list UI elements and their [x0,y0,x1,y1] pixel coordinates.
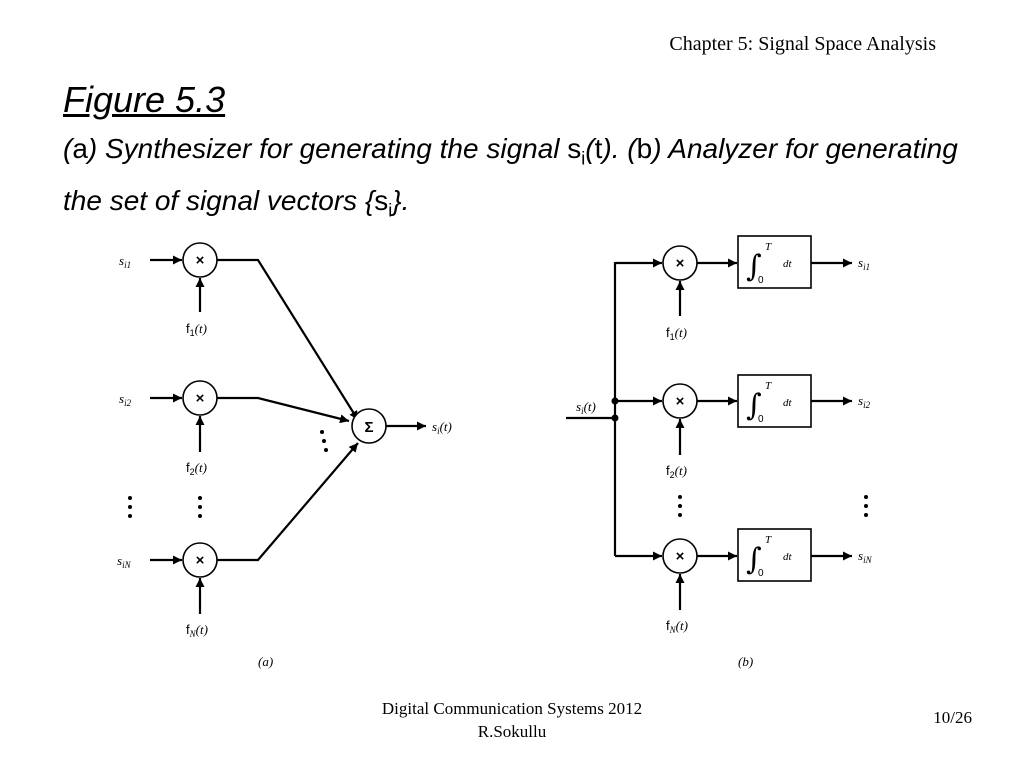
synthesizer-diagram: si1 × f1(t) si2 × f2(t) siN × fN(t) [117,242,452,669]
signal-path [217,442,359,562]
figure-title: Figure 5.3 [63,79,226,120]
synth-input-label: si1 [119,253,131,270]
integral-dt: dt [783,258,793,270]
signal-path [217,258,359,421]
caption-part: { [364,184,375,216]
synth-function-label: f2(t) [186,460,207,477]
integrator-block [737,528,812,582]
signal-path [217,396,350,424]
figure-caption: (a) Synthesizer for generating the signa… [63,128,963,231]
integral-dt: dt [783,551,793,563]
integral-dt: dt [783,397,793,409]
integrator-block [737,374,812,428]
integral-upper-limit: T [765,241,772,253]
synth-output-label: si(t) [432,419,452,436]
caption-part: a [72,133,88,164]
analyzer-function-label: fN(t) [666,618,688,635]
integral-icon: ∫ [746,388,762,423]
synth-input-label: si2 [119,391,132,408]
chapter-header: Chapter 5: Signal Space Analysis [669,33,936,55]
analyzer-branch-2: × f2(t) ∫ T 0 dt si2 [615,374,871,480]
synth-input-label: siN [117,553,132,570]
caption-part: t [594,133,603,164]
ellipsis-icon [864,495,868,517]
analyzer-function-label: f1(t) [666,325,687,342]
ellipsis-icon [678,495,682,517]
footer-course: Digital Communication Systems 2012 [381,699,643,718]
synth-branch-2: si2 × f2(t) [119,380,350,477]
synth-branch-1: si1 × f1(t) [119,242,359,421]
integral-upper-limit: T [765,380,772,392]
synth-function-label: fN(t) [186,622,208,639]
integral-icon: ∫ [746,542,762,577]
analyzer-output-label: si1 [858,255,870,272]
caption-part: ) Synthesizer for generating the signal [87,133,568,164]
ellipsis-icon [128,496,132,518]
caption-part: s [567,133,582,164]
multiply-icon: × [676,255,685,272]
analyzer-diagram: si(t) × f1(t) ∫ T 0 dt si1 × f2(t) [566,235,873,669]
integral-icon: ∫ [746,249,762,284]
part-label-b: (b) [738,654,753,669]
analyzer-branch-n: × fN(t) ∫ T 0 dt siN [615,528,873,635]
synth-branch-n: siN × fN(t) [117,442,359,639]
analyzer-input-label: si(t) [576,399,596,416]
analyzer-output-label: siN [858,548,873,565]
sigma-icon: Σ [364,419,373,436]
analyzer-output-label: si2 [858,393,871,410]
caption-part: }. [392,184,410,216]
ellipsis-icon [320,430,328,452]
caption-part: b [636,133,653,164]
slide-number: 10/26 [933,708,972,727]
synth-function-label: f1(t) [186,321,207,338]
caption-part: ( [63,133,73,164]
footer: Digital Communication Systems 2012 R.Sok… [0,697,1024,743]
integral-lower-limit: 0 [758,414,764,425]
caption-part: ). ( [602,133,637,164]
caption-part: ( [585,133,595,164]
footer-author: R.Sokullu [477,722,547,741]
multiply-icon: × [676,393,685,410]
caption-part: i [388,200,393,221]
caption-part: ) Analyzer for generating the set of sig… [63,133,958,216]
caption-part: i [581,148,586,169]
integral-lower-limit: 0 [758,275,764,286]
multiply-icon: × [196,552,205,569]
integrator-block [737,235,812,289]
multiply-icon: × [196,252,205,269]
analyzer-function-label: f2(t) [666,463,687,480]
multiply-icon: × [196,390,205,407]
caption-part: s [374,184,389,216]
ellipsis-icon [198,496,202,518]
multiply-icon: × [676,548,685,565]
analyzer-branch-1: × f1(t) ∫ T 0 dt si1 [615,235,870,342]
integral-upper-limit: T [765,534,772,546]
integral-lower-limit: 0 [758,568,764,579]
part-label-a: (a) [258,654,273,669]
junction-dot [611,414,619,422]
